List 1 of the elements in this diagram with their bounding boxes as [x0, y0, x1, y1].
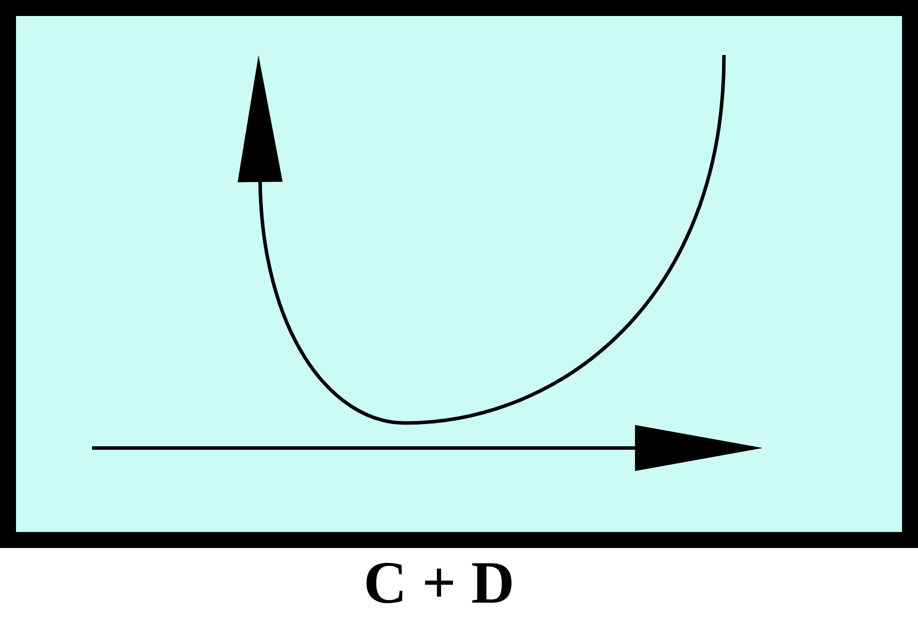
box-caption: C + D — [366, 562, 512, 604]
